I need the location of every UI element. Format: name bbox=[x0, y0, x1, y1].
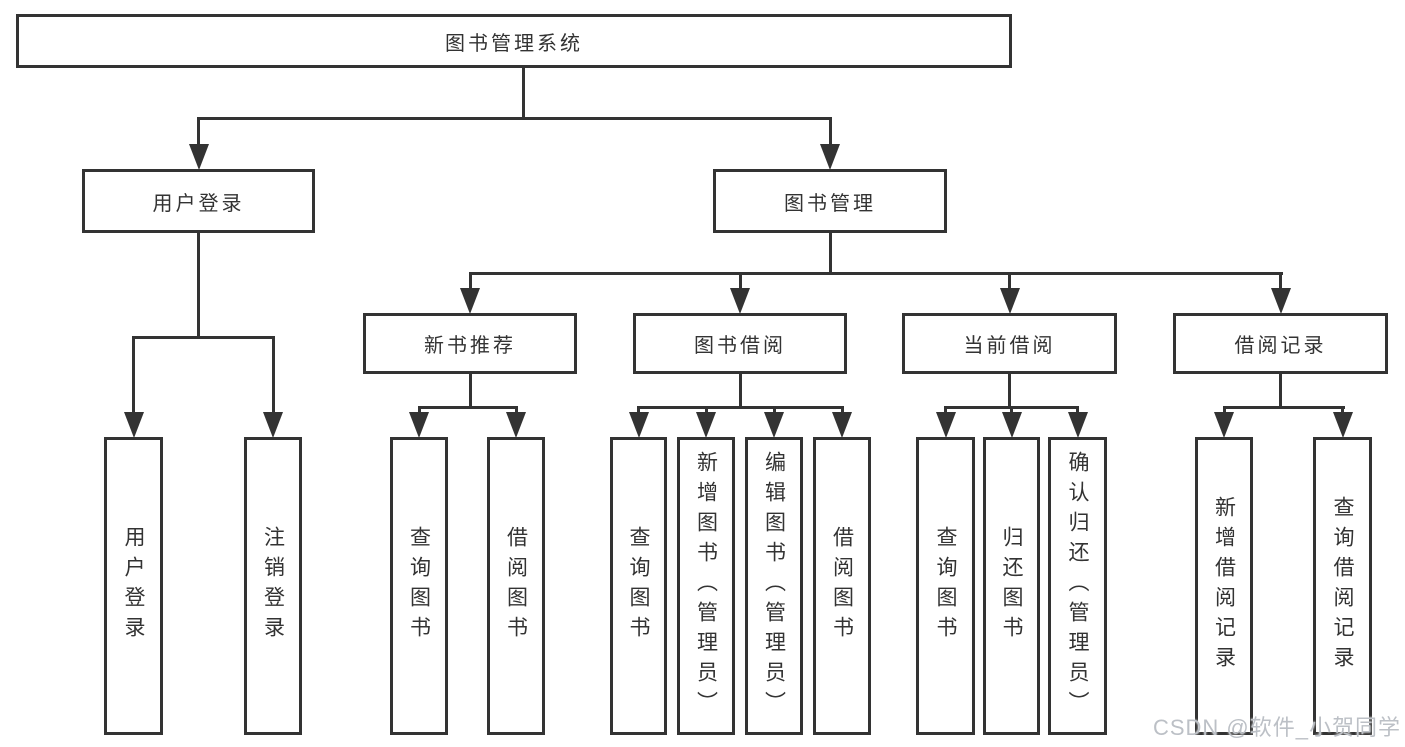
arrowhead-down-icon bbox=[189, 144, 209, 170]
arrowhead-down-icon bbox=[1068, 412, 1088, 438]
node-leaf-return-book: 归还图书 bbox=[983, 437, 1040, 735]
node-branch-current-borrowing: 当前借阅 bbox=[902, 313, 1117, 374]
connector-bar bbox=[132, 336, 275, 339]
node-leaf-borrow-books-b: 借阅图书 bbox=[813, 437, 871, 735]
connector-bar bbox=[469, 272, 1283, 275]
node-leaf-query-books-a: 查询图书 bbox=[390, 437, 448, 735]
node-leaf-confirm-return-admin: 确认归还（管理员） bbox=[1048, 437, 1107, 735]
connector-stem bbox=[197, 233, 200, 339]
node-leaf-add-borrow-record: 新增借阅记录 bbox=[1195, 437, 1253, 735]
node-leaf-query-books-b: 查询图书 bbox=[610, 437, 667, 735]
connector-stem bbox=[829, 233, 832, 275]
arrowhead-down-icon bbox=[820, 144, 840, 170]
connector-drop bbox=[1279, 272, 1282, 298]
connector-bar bbox=[418, 406, 518, 409]
connector-drop bbox=[1008, 272, 1011, 298]
arrowhead-down-icon bbox=[1333, 412, 1353, 438]
connector-drop bbox=[739, 272, 742, 298]
arrowhead-down-icon bbox=[936, 412, 956, 438]
node-branch-new-book-recommend: 新书推荐 bbox=[363, 313, 577, 374]
connector-bar bbox=[637, 406, 844, 409]
connector-drop bbox=[829, 117, 832, 154]
node-leaf-logout: 注销登录 bbox=[244, 437, 302, 735]
arrowhead-down-icon bbox=[460, 288, 480, 314]
node-leaf-borrow-books-a: 借阅图书 bbox=[487, 437, 545, 735]
node-leaf-query-borrow-record: 查询借阅记录 bbox=[1313, 437, 1372, 735]
connector-stem bbox=[1008, 374, 1011, 409]
arrowhead-down-icon bbox=[832, 412, 852, 438]
node-branch-book-borrowing: 图书借阅 bbox=[633, 313, 847, 374]
arrowhead-down-icon bbox=[409, 412, 429, 438]
connector-drop bbox=[272, 336, 275, 422]
connector-bar bbox=[1223, 406, 1345, 409]
arrowhead-down-icon bbox=[764, 412, 784, 438]
arrowhead-down-icon bbox=[696, 412, 716, 438]
connector-drop bbox=[197, 117, 200, 154]
connector-stem bbox=[469, 374, 472, 409]
arrowhead-down-icon bbox=[124, 412, 144, 438]
arrowhead-down-icon bbox=[1271, 288, 1291, 314]
node-branch-borrow-records: 借阅记录 bbox=[1173, 313, 1388, 374]
arrowhead-down-icon bbox=[506, 412, 526, 438]
arrowhead-down-icon bbox=[1002, 412, 1022, 438]
arrowhead-down-icon bbox=[1000, 288, 1020, 314]
connector-stem bbox=[739, 374, 742, 409]
node-branch-user-login: 用户登录 bbox=[82, 169, 315, 233]
connector-bar bbox=[197, 117, 832, 120]
csdn-watermark: CSDN @软件_小贺同学 bbox=[1152, 715, 1401, 740]
connector-drop bbox=[132, 336, 135, 422]
node-leaf-add-book-admin: 新增图书（管理员） bbox=[677, 437, 735, 735]
connector-drop bbox=[469, 272, 472, 298]
node-leaf-user-login: 用户登录 bbox=[104, 437, 163, 735]
node-leaf-query-books-c: 查询图书 bbox=[916, 437, 975, 735]
node-leaf-edit-book-admin: 编辑图书（管理员） bbox=[745, 437, 803, 735]
arrowhead-down-icon bbox=[263, 412, 283, 438]
connector-stem bbox=[522, 68, 525, 120]
connector-stem bbox=[1279, 374, 1282, 409]
arrowhead-down-icon bbox=[1214, 412, 1234, 438]
arrowhead-down-icon bbox=[730, 288, 750, 314]
node-branch-book-management: 图书管理 bbox=[713, 169, 947, 233]
node-root-system: 图书管理系统 bbox=[16, 14, 1012, 68]
arrowhead-down-icon bbox=[629, 412, 649, 438]
